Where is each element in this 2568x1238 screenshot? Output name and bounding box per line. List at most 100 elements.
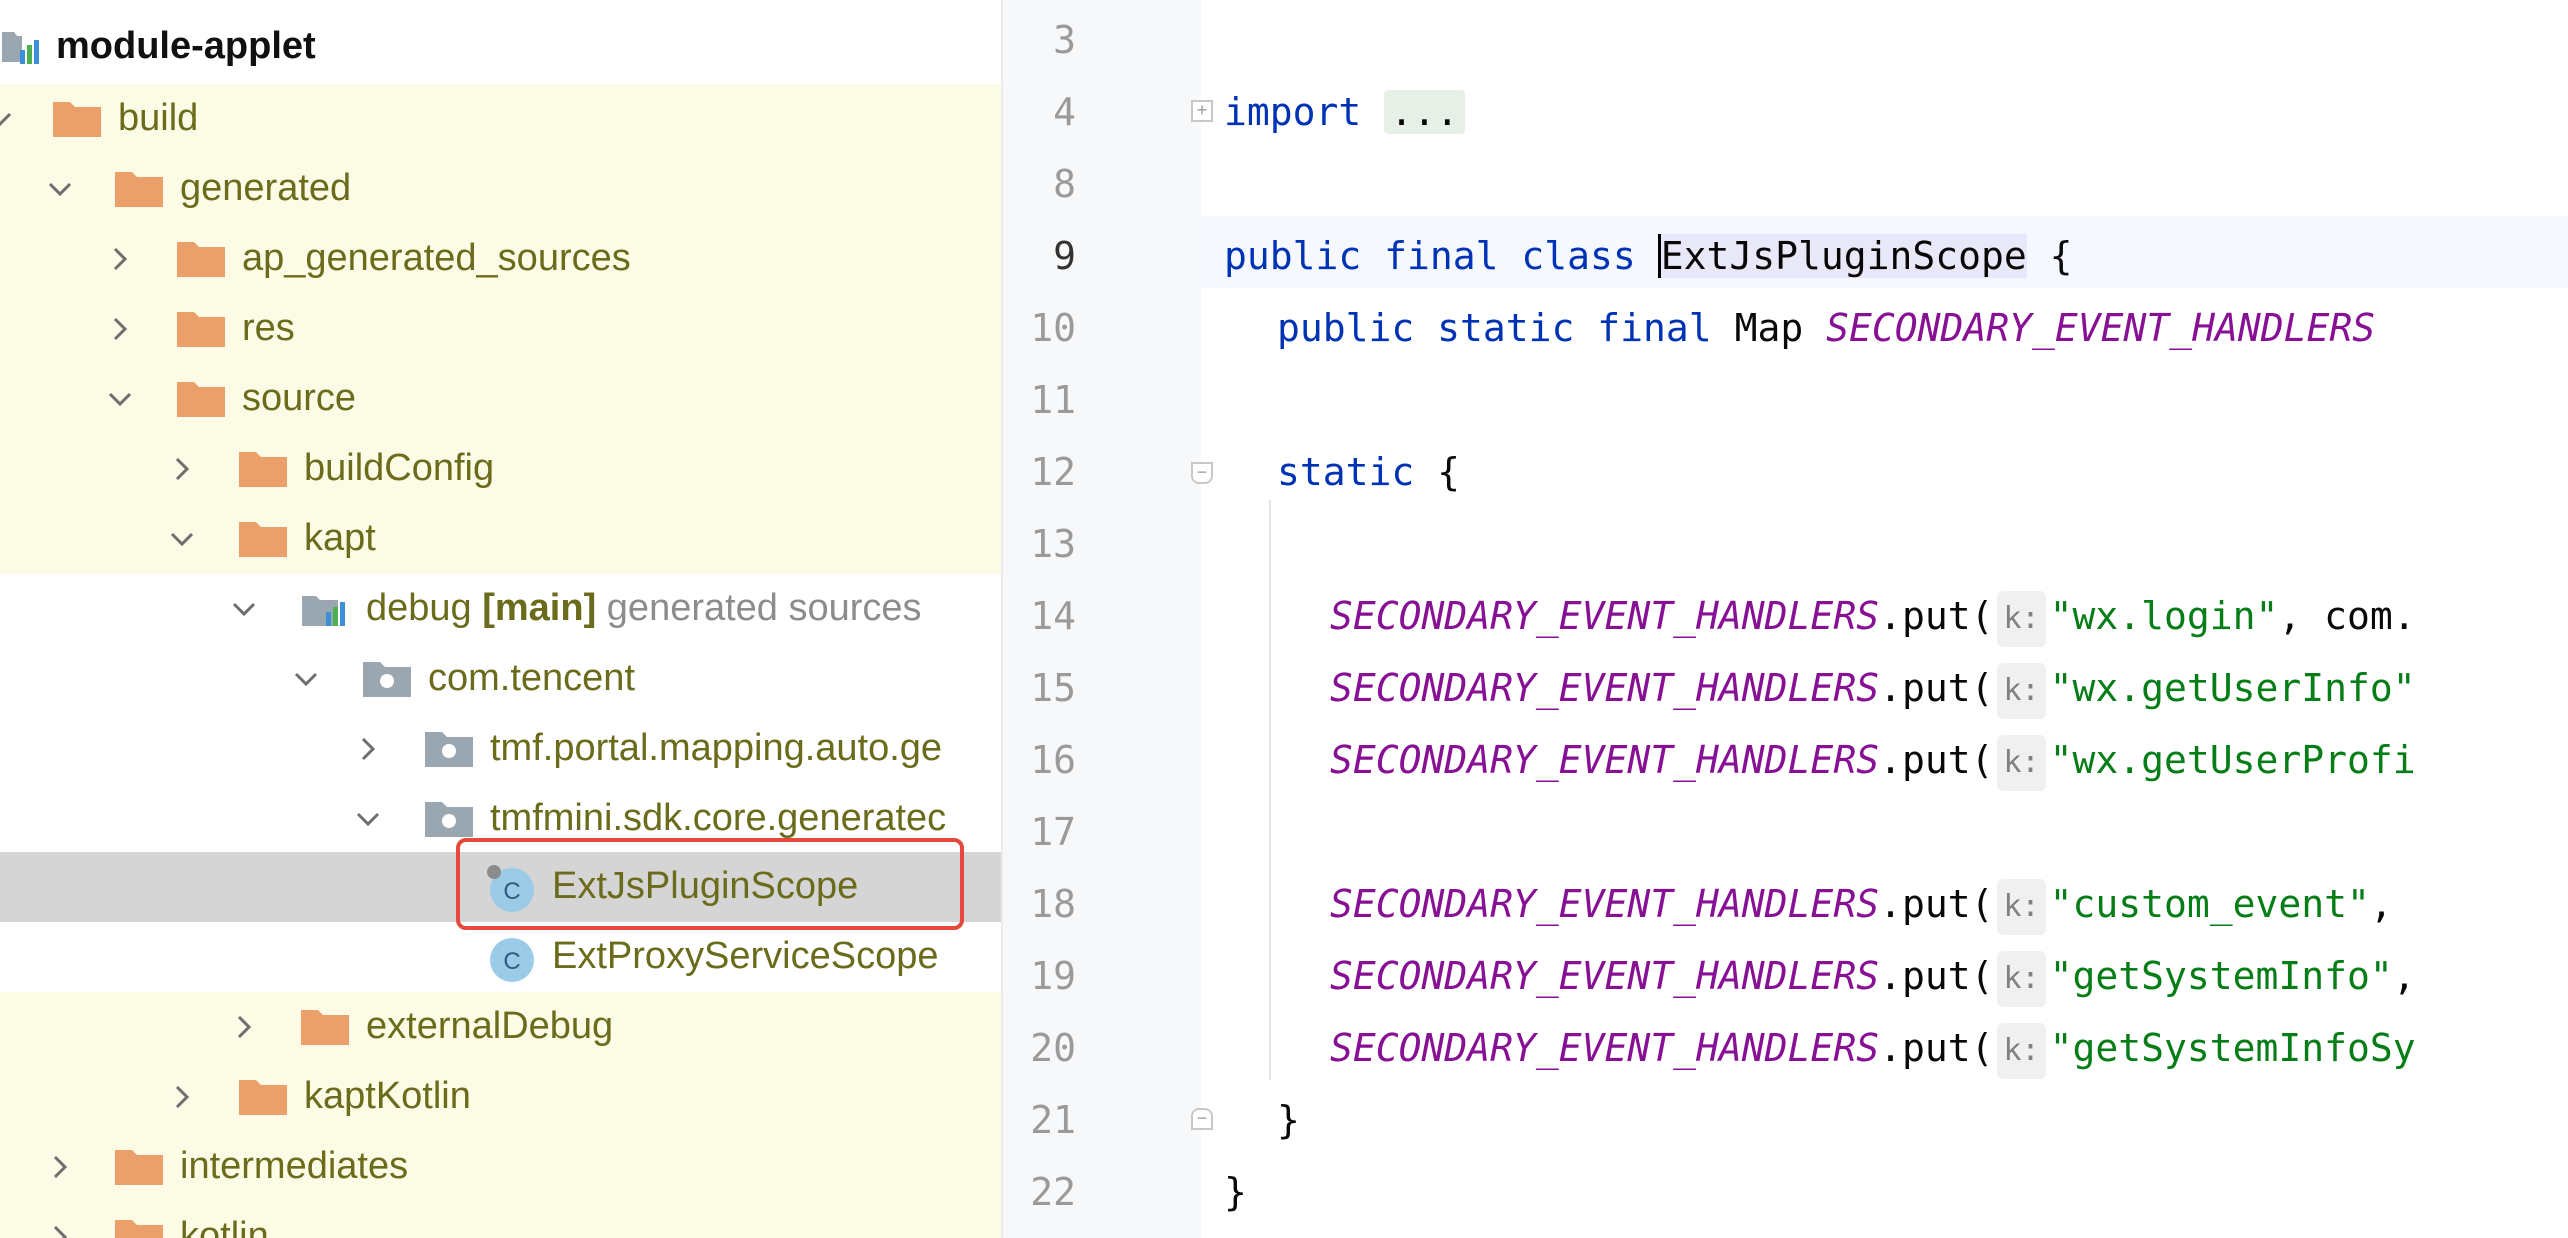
code-line-4[interactable]: import ... [1224,76,1465,148]
chevron-down-icon[interactable] [228,593,260,625]
tree-item-source[interactable]: source [0,364,1001,434]
tree-item-com-tencent[interactable]: com.tencent [0,644,1001,714]
code-line-9[interactable]: public final class ExtJsPluginScope { [1224,234,2073,278]
class-icon: C [482,932,538,994]
tree-item-label: buildConfig [304,447,495,489]
line-number: 13 [1030,522,1076,566]
code-line-20[interactable]: SECONDARY_EVENT_HANDLERS.put(k:"getSyste… [1330,1012,2416,1084]
fold-collapse-icon[interactable]: − [1191,1108,1213,1130]
tree-item-label: source [242,377,357,419]
code-line-19[interactable]: SECONDARY_EVENT_HANDLERS.put(k:"getSyste… [1330,940,2416,1012]
code-line-10[interactable]: public static final Map SECONDARY_EVENT_… [1277,306,2376,350]
line-number: 14 [1030,594,1076,638]
tree-item-label: com.tencent [428,657,635,699]
line-number-current: 9 [1053,234,1076,278]
code-line-18[interactable]: SECONDARY_EVENT_HANDLERS.put(k:"custom_e… [1330,868,2393,940]
code-line-14[interactable]: SECONDARY_EVENT_HANDLERS.put(k:"wx.login… [1330,580,2416,652]
tree-item-label: intermediates [180,1145,409,1187]
tree-item-label: externalDebug [366,1005,614,1047]
param-hint: k: [1997,590,2046,647]
class-name: ExtJsPluginScope [1657,234,2027,278]
tree-item-kapt[interactable]: kapt [0,504,1001,574]
folder-icon [239,452,287,487]
highlight-box [456,838,964,930]
editor-gutter [1001,0,1201,1238]
chevron-right-icon[interactable] [44,1221,76,1238]
line-number: 18 [1030,882,1076,926]
tree-item-label: res [242,307,295,349]
code-line-22[interactable]: } [1224,1170,1247,1214]
tree-item-res[interactable]: res [0,294,1001,364]
chevron-right-icon[interactable] [104,243,136,275]
line-number: 15 [1030,666,1076,710]
tree-item-label: kaptKotlin [304,1075,471,1117]
folder-icon [177,382,225,417]
folded-imports: ... [1384,90,1465,134]
chevron-down-icon[interactable] [44,173,76,205]
indent-guide [1269,500,1271,1080]
fold-expand-icon[interactable]: + [1191,100,1213,122]
tree-item-externaldebug[interactable]: externalDebug [0,992,1001,1062]
param-hint: k: [1997,662,2046,719]
code-line-16[interactable]: SECONDARY_EVENT_HANDLERS.put(k:"wx.getUs… [1330,724,2416,796]
tree-item-tmf-portal-mapping[interactable]: tmf.portal.mapping.auto.ge [0,714,1001,784]
tree-item-debug-source-set[interactable]: debug [main] generated sources [0,574,1001,644]
chevron-down-icon[interactable] [352,803,384,835]
line-number: 11 [1030,378,1076,422]
tree-item-label: kotlin [180,1215,269,1238]
chevron-right-icon[interactable] [228,1011,260,1043]
code-line-15[interactable]: SECONDARY_EVENT_HANDLERS.put(k:"wx.getUs… [1330,652,2416,724]
chevron-right-icon[interactable] [104,313,136,345]
module-icon [300,590,350,640]
line-number: 4 [1053,90,1076,134]
tree-item-extjspluginscope[interactable]: C ExtJsPluginScope [0,852,1001,922]
class-icon: C [482,862,538,924]
tree-item-build[interactable]: build [0,84,1001,154]
tree-item-label: ap_generated_sources [242,237,631,279]
chevron-right-icon[interactable] [44,1151,76,1183]
chevron-right-icon[interactable] [166,1081,198,1113]
tree-item-label: ExtJsPluginScope [552,865,859,907]
tree-item-intermediates[interactable]: intermediates [0,1132,1001,1202]
line-number: 20 [1030,1026,1076,1070]
package-icon [425,802,473,837]
param-hint: k: [1997,878,2046,935]
chevron-down-icon[interactable] [166,523,198,555]
tree-item-tmfmini-sdk-core[interactable]: tmfmini.sdk.core.generatec [0,784,1001,854]
line-number: 17 [1030,810,1076,854]
package-icon [363,662,411,697]
code-line-21[interactable]: } [1277,1098,1300,1142]
chevron-down-icon[interactable] [0,103,16,135]
chevron-down-icon[interactable] [290,663,322,695]
tree-item-buildconfig[interactable]: buildConfig [0,434,1001,504]
line-number: 19 [1030,954,1076,998]
tree-item-label: debug [main] generated sources [366,587,922,629]
folder-icon [301,1010,349,1045]
fold-collapse-icon[interactable]: − [1191,462,1213,484]
code-line-12[interactable]: static { [1277,450,1461,494]
line-number: 8 [1053,162,1076,206]
tree-item-kotlin[interactable]: kotlin [0,1202,1001,1238]
tree-item-generated[interactable]: generated [0,154,1001,224]
chevron-down-icon[interactable] [104,383,136,415]
line-number: 21 [1030,1098,1076,1142]
chevron-right-icon[interactable] [352,733,384,765]
chevron-right-icon[interactable] [166,453,198,485]
tree-item-kaptkotlin[interactable]: kaptKotlin [0,1062,1001,1132]
tree-item-ap-generated-sources[interactable]: ap_generated_sources [0,224,1001,294]
folder-icon [177,312,225,347]
tree-item-label: tmfmini.sdk.core.generatec [490,797,947,839]
tree-item-label: tmf.portal.mapping.auto.ge [490,727,943,769]
folder-icon [115,172,163,207]
tree-item-label: build [118,97,199,139]
folder-icon [239,1080,287,1115]
line-number: 22 [1030,1170,1076,1214]
svg-text:C: C [503,948,520,975]
tree-root-label: module-applet [56,25,316,67]
tree-root-module-applet[interactable]: module-applet [0,12,1001,82]
tree-item-extproxyservicescope[interactable]: C ExtProxyServiceScope [0,922,1001,992]
project-tree: module-applet build generated ap_generat… [0,0,1001,1238]
tree-item-label: generated [180,167,352,209]
line-number: 10 [1030,306,1076,350]
module-icon [0,28,40,78]
